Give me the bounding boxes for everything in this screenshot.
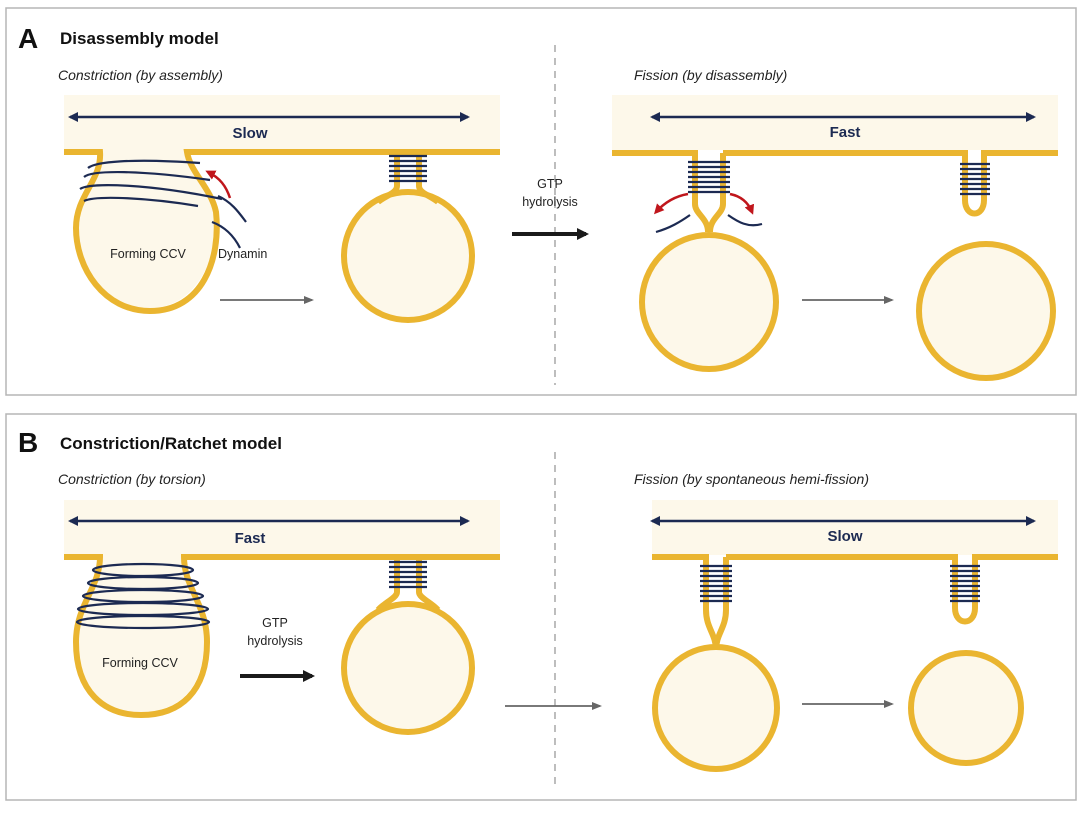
reaction-label-line1: GTP xyxy=(537,177,563,191)
panel-b-right-subtitle: Fission (by spontaneous hemi-fission) xyxy=(634,471,869,487)
plasma-membrane xyxy=(64,554,500,719)
dynamin-label: Dynamin xyxy=(218,247,267,261)
speed-label: Slow xyxy=(827,528,862,545)
released-vesicle xyxy=(639,232,779,372)
speed-label: Slow xyxy=(232,125,267,142)
vesicle xyxy=(341,189,475,323)
reaction-label-line2: hydrolysis xyxy=(522,195,578,209)
plasma-membrane xyxy=(612,150,1058,233)
disassembly-arrow-right xyxy=(729,192,755,215)
cytoplasm-region xyxy=(612,95,1058,150)
reaction-label-line2: hydrolysis xyxy=(247,634,303,648)
panel-b: B Constriction/Ratchet model Constrictio… xyxy=(5,413,1077,801)
panel-b-left-subtitle: Constriction (by torsion) xyxy=(58,471,206,487)
free-vesicle xyxy=(916,241,1056,381)
vesicle-label: Forming CCV xyxy=(110,247,186,261)
dynamin-helix-assembling xyxy=(79,159,247,249)
cytoplasm-region xyxy=(64,500,500,712)
panel-b-constriction: Constriction (by torsion) Fast Forming C… xyxy=(58,471,500,735)
vesicle-label: Forming CCV xyxy=(102,656,178,670)
panel-a: A Disassembly model Constriction (by ass… xyxy=(5,7,1077,396)
dynamin-collar-hemifission xyxy=(700,564,732,603)
panel-a-constriction: Constriction (by assembly) Slow Forming … xyxy=(58,67,500,323)
panel-b-fission: Fission (by spontaneous hemi-fission) Sl… xyxy=(634,471,1058,772)
panel-a-left-subtitle: Constriction (by assembly) xyxy=(58,67,223,83)
vesicle-neck xyxy=(375,557,441,613)
panel-b-title: Constriction/Ratchet model xyxy=(60,434,282,453)
cytoplasm-region xyxy=(652,500,1058,555)
dynamin-helix-torsion xyxy=(75,562,211,630)
dynamin-collar-small xyxy=(950,564,980,603)
cytoplasm-region xyxy=(64,95,500,308)
panel-a-right-subtitle: Fission (by disassembly) xyxy=(634,67,787,83)
dynamin-collar xyxy=(389,154,427,183)
vesicle xyxy=(341,601,475,735)
panel-a-reaction: GTP hydrolysis xyxy=(512,177,589,240)
dynamin-collar-disassembling xyxy=(655,160,763,234)
hemifission-vesicle xyxy=(652,644,780,772)
vesicle-neck xyxy=(376,152,440,205)
speed-label: Fast xyxy=(830,124,861,141)
panel-a-title: Disassembly model xyxy=(60,29,219,48)
disassembly-arrow-left xyxy=(653,192,689,215)
panel-b-letter: B xyxy=(18,427,38,458)
dynamin-collar xyxy=(389,560,427,589)
free-vesicle xyxy=(908,650,1024,766)
speed-label: Fast xyxy=(235,530,266,547)
assembly-direction-arrow xyxy=(205,170,232,199)
panel-a-letter: A xyxy=(18,23,38,54)
dynamin-collar-small xyxy=(960,162,990,196)
constricted-vesicle xyxy=(341,152,475,323)
constricted-vesicle xyxy=(341,557,475,735)
panel-a-fission: Fission (by disassembly) Fast xyxy=(612,67,1058,381)
reaction-label-line1: GTP xyxy=(262,616,288,630)
